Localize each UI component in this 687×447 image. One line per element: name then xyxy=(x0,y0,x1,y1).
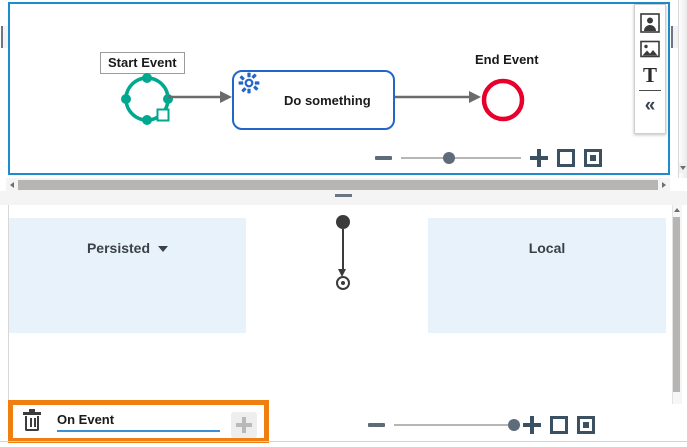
toolbar-divider xyxy=(639,90,661,91)
zoom-slider-thumb[interactable] xyxy=(443,152,455,164)
service-task-label: Do something xyxy=(284,93,371,108)
top-vertical-scrollbar[interactable] xyxy=(678,0,687,178)
lane-persisted-title: Persisted xyxy=(9,240,246,256)
event-editor-highlight[interactable]: On Event xyxy=(8,400,269,443)
initial-state-node[interactable] xyxy=(336,215,350,229)
end-event-label: End Event xyxy=(475,52,539,67)
image-icon[interactable] xyxy=(638,36,662,62)
scroll-up-arrow-icon[interactable] xyxy=(674,207,680,215)
start-event-resize-handle[interactable] xyxy=(156,108,170,122)
zoom-out-button[interactable] xyxy=(368,423,385,427)
event-name-underline xyxy=(57,429,220,432)
scroll-left-arrow-icon[interactable] xyxy=(6,178,18,191)
start-event-shape[interactable] xyxy=(116,68,178,130)
reset-view-icon[interactable] xyxy=(584,149,602,167)
top-zoom-controls xyxy=(375,149,602,167)
bottom-divider xyxy=(0,441,687,442)
bottom-zoom-controls xyxy=(368,416,595,434)
horizontal-scroll-thumb[interactable] xyxy=(18,179,658,190)
state-transition-arrowhead xyxy=(338,269,346,277)
collapse-icon-glyph: « xyxy=(644,94,656,116)
gear-icon xyxy=(238,72,260,94)
collapse-icon[interactable]: « xyxy=(638,92,662,118)
reset-view-icon[interactable] xyxy=(577,416,595,434)
lane-local-title: Local xyxy=(528,240,566,256)
user-task-icon[interactable] xyxy=(638,10,662,36)
lane-local[interactable]: Local xyxy=(428,218,666,333)
event-name-field[interactable]: On Event xyxy=(57,412,220,432)
top-horizontal-scrollbar[interactable] xyxy=(6,178,670,191)
final-state-node[interactable] xyxy=(336,276,350,290)
canvas-floating-toolbar: T « xyxy=(634,4,666,134)
zoom-in-button[interactable] xyxy=(530,149,548,167)
text-icon[interactable]: T xyxy=(638,62,662,88)
start-event-label: Start Event xyxy=(100,52,185,74)
zoom-slider-thumb[interactable] xyxy=(508,419,520,431)
zoom-slider[interactable] xyxy=(401,152,521,164)
right-splitter[interactable] xyxy=(670,0,678,178)
left-splitter[interactable] xyxy=(0,0,10,178)
event-name-value[interactable]: On Event xyxy=(57,411,115,427)
end-event-shape[interactable] xyxy=(479,76,527,124)
pane-splitter[interactable] xyxy=(0,191,687,205)
fit-to-screen-icon[interactable] xyxy=(557,149,575,167)
sequence-flow-2[interactable] xyxy=(395,90,483,104)
trash-icon[interactable] xyxy=(23,409,41,431)
text-icon-glyph: T xyxy=(642,62,657,87)
chevron-down-icon[interactable] xyxy=(158,246,169,253)
bpmn-canvas[interactable]: Start Event xyxy=(8,2,670,175)
fit-to-screen-icon[interactable] xyxy=(550,416,568,434)
add-event-button[interactable] xyxy=(231,412,257,438)
lane-persisted[interactable]: Persisted xyxy=(9,218,246,333)
zoom-in-button[interactable] xyxy=(523,416,541,434)
zoom-slider[interactable] xyxy=(394,419,520,431)
bottom-vertical-scroll-thumb[interactable] xyxy=(673,217,680,392)
sequence-flow-1[interactable] xyxy=(168,90,234,104)
scroll-right-arrow-icon[interactable] xyxy=(658,178,670,191)
state-transition-line xyxy=(342,229,344,273)
scroll-down-arrow-icon[interactable] xyxy=(679,163,686,173)
service-task-node[interactable] xyxy=(232,70,395,130)
process-editor-pane: Start Event xyxy=(0,0,687,180)
zoom-out-button[interactable] xyxy=(375,156,392,160)
